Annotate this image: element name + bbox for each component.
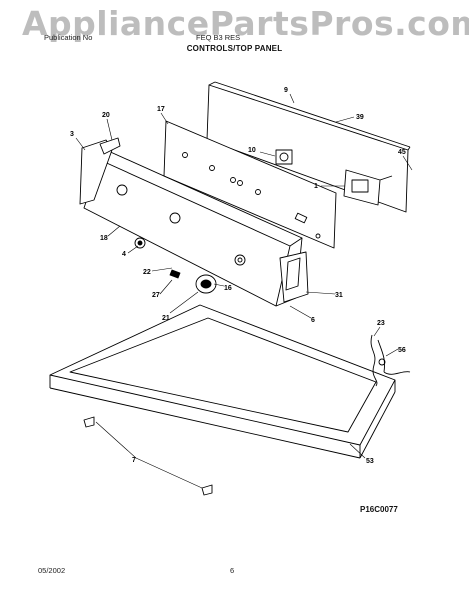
part-label-22: 22	[143, 269, 151, 276]
model-number: FEQ B3 RES	[196, 33, 241, 42]
part-label-39: 39	[356, 114, 364, 121]
publication-label: Publication No	[44, 33, 93, 42]
control-board	[163, 120, 337, 249]
part-label-18: 18	[100, 235, 108, 242]
footer-date: 05/2002	[38, 566, 66, 575]
part-label-31: 31	[335, 292, 343, 299]
section-title: CONTROLS/TOP PANEL	[186, 44, 283, 53]
part-label-56: 56	[398, 347, 406, 354]
part-label-10: 10	[248, 147, 256, 154]
part-label-6: 6	[311, 317, 315, 324]
part-label-9: 9	[284, 87, 288, 94]
timer	[275, 149, 293, 165]
part-label-1: 1	[314, 183, 318, 190]
left-end-cap	[79, 139, 113, 205]
part-labels: 9 39 45 10 1 17 20 3 18 4 22 27 16 21 31…	[70, 87, 406, 465]
part-label-3: 3	[70, 131, 74, 138]
part-label-20: 20	[102, 112, 110, 119]
diagram-id: P16C0077	[360, 505, 398, 514]
page-number: 6	[230, 566, 235, 575]
part-label-45: 45	[398, 149, 406, 156]
top-panel	[49, 304, 396, 446]
part-label-27: 27	[152, 292, 160, 299]
part-label-7: 7	[132, 457, 136, 464]
watermark-logo: AppliancePartsPros.com	[22, 4, 469, 43]
part-label-17: 17	[157, 106, 165, 113]
part-label-21: 21	[162, 315, 170, 322]
part-label-23: 23	[377, 320, 385, 327]
part-label-4: 4	[122, 251, 126, 258]
part-label-16: 16	[224, 285, 232, 292]
part-label-53: 53	[366, 458, 374, 465]
